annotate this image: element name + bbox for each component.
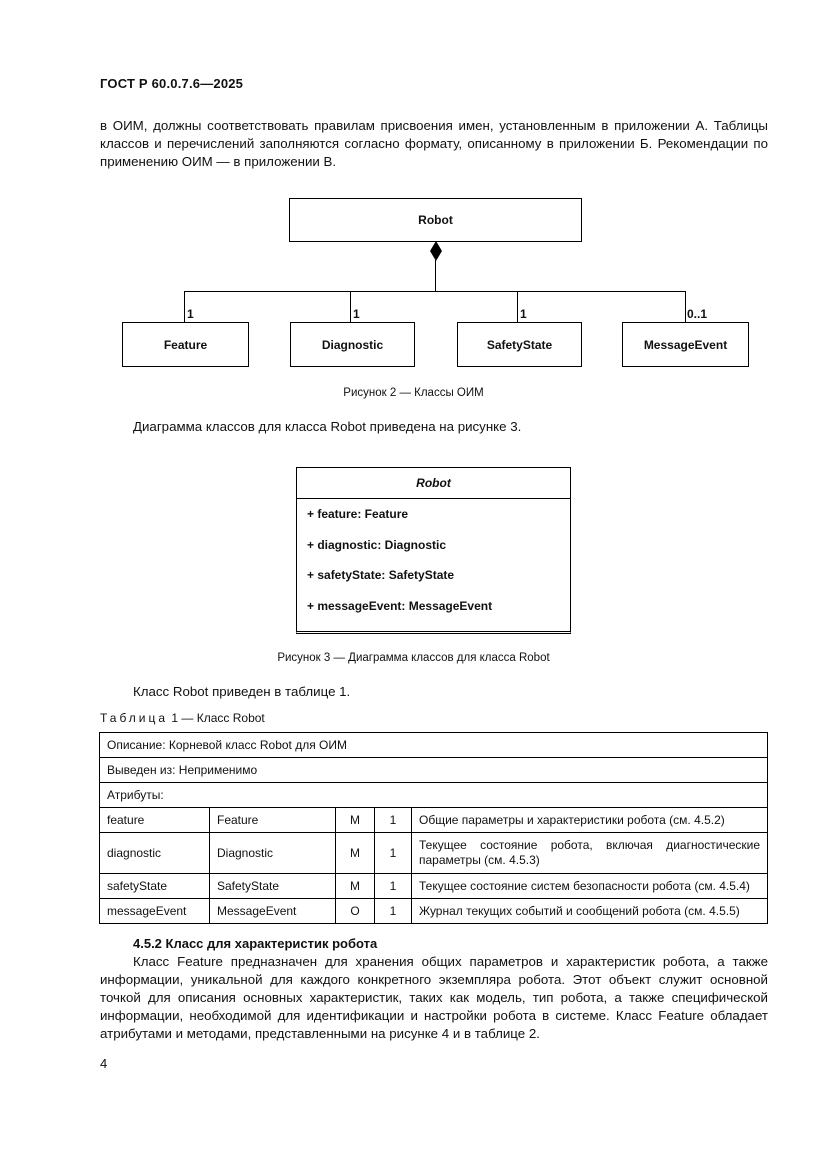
attr-obligation-cell: M [335,873,375,899]
diagnostic-connector [350,291,351,322]
robot-uml-class: Robot + feature: Feature + diagnostic: D… [296,467,571,634]
figure-2-caption: Рисунок 2 — Классы ОИМ [343,387,484,399]
diagnostic-class-box: Diagnostic [290,322,415,367]
attr-type-cell: Feature [209,807,336,833]
table-attributes-label: Атрибуты: [99,782,768,808]
attr-name-cell: feature [99,807,210,833]
messageevent-multiplicity: 0..1 [687,307,708,321]
uml-class-name: Robot [297,468,570,499]
feature-connector [184,291,185,322]
table-1: Описание: Корневой класс Robot для ОИМ В… [99,732,768,924]
table-1-intro: Класс Robot приведен в таблице 1. [133,684,351,699]
messageevent-class-label: MessageEvent [643,337,728,352]
uml-attribute: + feature: Feature [307,507,409,521]
figure-3-caption: Рисунок 3 — Диаграмма классов для класса… [277,652,550,664]
feature-class-label: Feature [163,337,208,352]
uml-attribute: + safetyState: SafetyState [307,568,455,582]
safetystate-class-box: SafetyState [457,322,582,367]
attr-cardinality-cell: 1 [374,898,412,924]
attr-description-cell: Текущее состояние систем безопасности ро… [411,873,768,899]
attr-type-cell: Diagnostic [209,832,336,874]
messageevent-class-box: MessageEvent [622,322,749,367]
table-row: safetyState SafetyState M 1 Текущее сост… [99,873,768,899]
attr-obligation-cell: M [335,832,375,874]
attr-type-cell: SafetyState [209,873,336,899]
robot-class-box: Robot [289,198,582,242]
uml-attribute: + diagnostic: Diagnostic [307,537,447,552]
table-row: diagnostic Diagnostic M 1 Текущее состоя… [99,832,768,874]
attr-name-cell: diagnostic [99,832,210,874]
attr-cardinality-cell: 1 [374,807,412,833]
table-row: feature Feature M 1 Общие параметры и ха… [99,807,768,833]
page-number: 4 [100,1056,108,1071]
attr-description-cell: Общие параметры и характеристики робота … [411,807,768,833]
feature-multiplicity: 1 [187,307,194,321]
table-description: Описание: Корневой класс Robot для ОИМ [99,732,768,758]
attr-obligation-cell: M [335,807,375,833]
table-1-caption: Таблица 1 — Класс Robot [100,711,265,725]
robot-class-label: Robot [418,213,453,227]
attr-type-cell: MessageEvent [209,898,336,924]
diagnostic-multiplicity: 1 [353,307,360,321]
attr-cardinality-cell: 1 [374,873,412,899]
attr-name-cell: safetyState [99,873,210,899]
attr-obligation-cell: O [335,898,375,924]
safetystate-class-label: SafetyState [486,337,553,352]
section-body: Класс Feature предназначен для хранения … [100,954,768,1041]
attr-description-cell: Текущее состояние робота, включая диагно… [411,832,768,874]
attr-description-cell: Журнал текущих событий и сообщений робот… [411,898,768,924]
figure-2-class-diagram: Robot 1 1 1 0..1 Feature Diagnostic Safe… [0,190,827,380]
composition-diamond-icon [430,241,442,261]
trunk-line [435,260,436,291]
table-caption-prefix: Таблица [100,711,169,725]
diagnostic-class-label: Diagnostic [321,337,384,352]
table-derived-from: Выведен из: Неприменимо [99,757,768,783]
figure-3-intro: Диаграмма классов для класса Robot приве… [133,419,522,434]
document-header: ГОСТ Р 60.0.7.6—2025 [100,76,244,91]
section-heading: 4.5.2 Класс для характеристик робота [133,936,378,951]
messageevent-connector [685,291,686,322]
intro-paragraph: в ОИМ, должны соответствовать правилам п… [100,118,768,169]
safetystate-connector [517,291,518,322]
attr-name-cell: messageEvent [99,898,210,924]
branch-line [184,291,686,292]
uml-attribute: + messageEvent: MessageEvent [307,598,493,613]
table-row: messageEvent MessageEvent O 1 Журнал тек… [99,898,768,924]
safetystate-multiplicity: 1 [520,307,527,321]
feature-class-box: Feature [122,322,249,367]
attr-cardinality-cell: 1 [374,832,412,874]
table-caption-title: 1 — Класс Robot [171,711,265,725]
